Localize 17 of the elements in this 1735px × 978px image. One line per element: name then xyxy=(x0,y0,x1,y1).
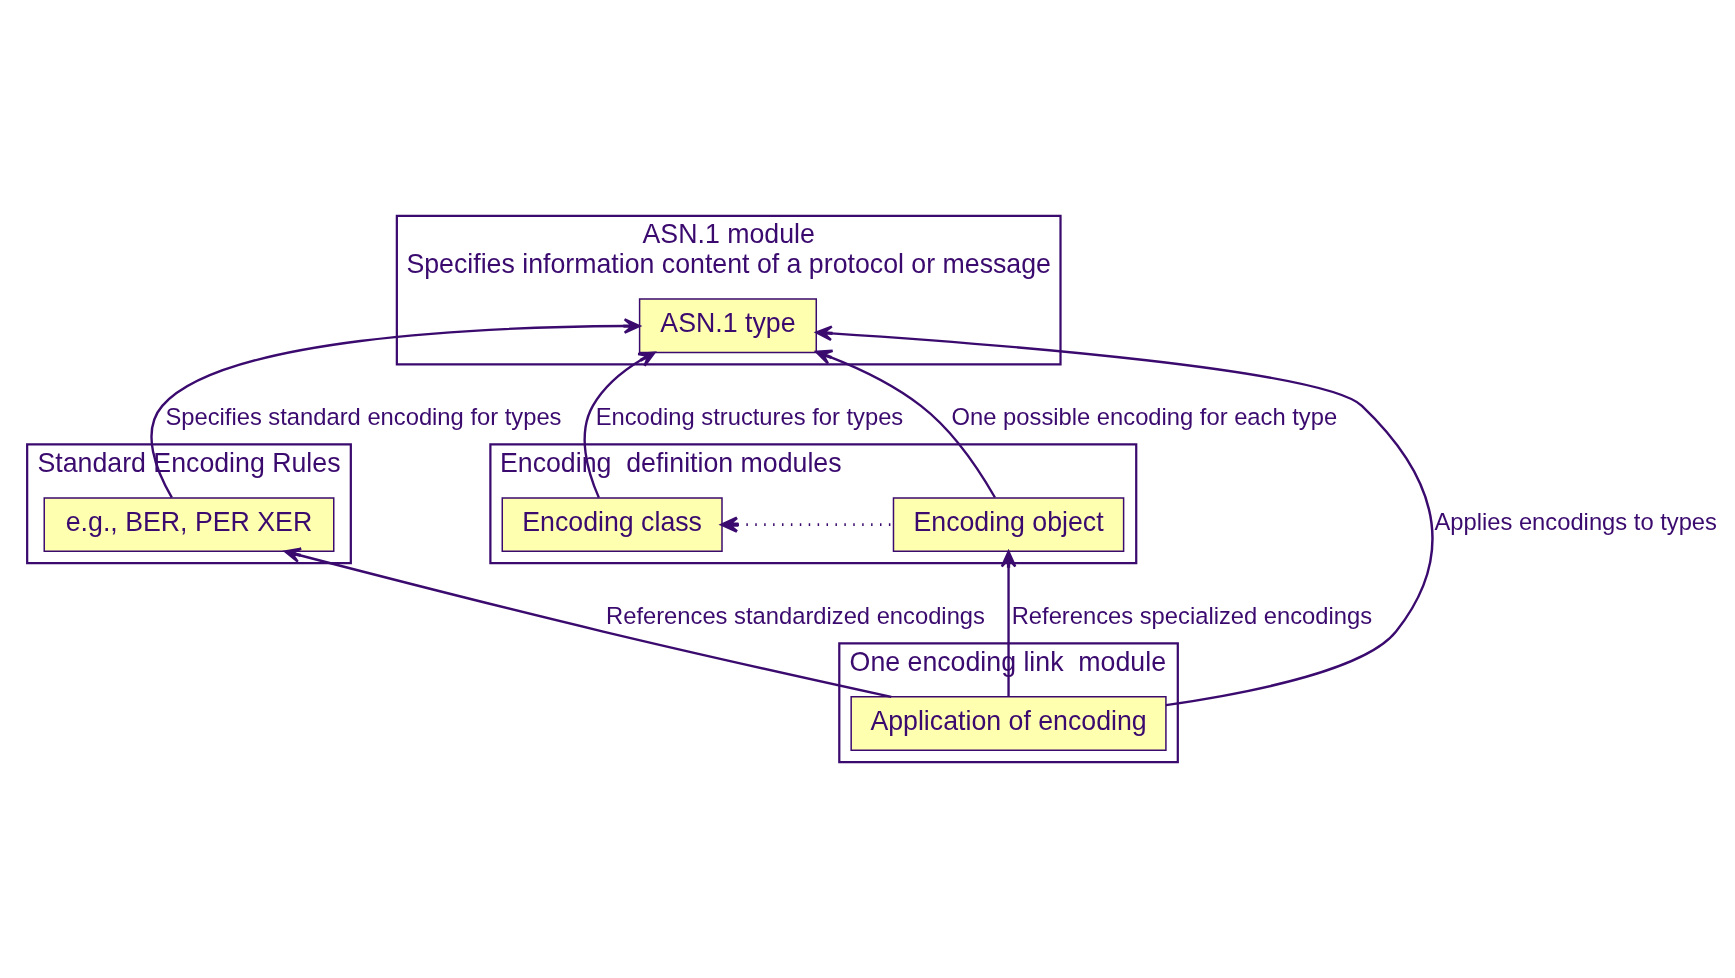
node-box: Encoding object xyxy=(892,497,1125,553)
edge-label: One possible encoding for each type xyxy=(951,402,1338,430)
node-box: Encoding class xyxy=(501,497,723,553)
edge-label: References standardized encodings xyxy=(606,601,985,629)
arrow xyxy=(583,351,656,499)
edge-label: Encoding structures for types xyxy=(595,402,904,430)
edge-label: Applies encodings to types xyxy=(1434,508,1717,536)
arrow xyxy=(150,318,641,499)
node-box: ASN.1 type xyxy=(638,298,817,354)
arrow xyxy=(283,547,892,698)
node-box: e.g., BER, PER XER xyxy=(43,497,335,553)
arrow xyxy=(1000,550,1017,697)
edge-label: Specifies standard encoding for types xyxy=(165,402,562,430)
arrow xyxy=(815,349,996,499)
arrow xyxy=(815,325,1434,707)
edge-label: References specialized encodings xyxy=(1011,601,1373,629)
node-box: Application of encoding xyxy=(850,696,1167,752)
